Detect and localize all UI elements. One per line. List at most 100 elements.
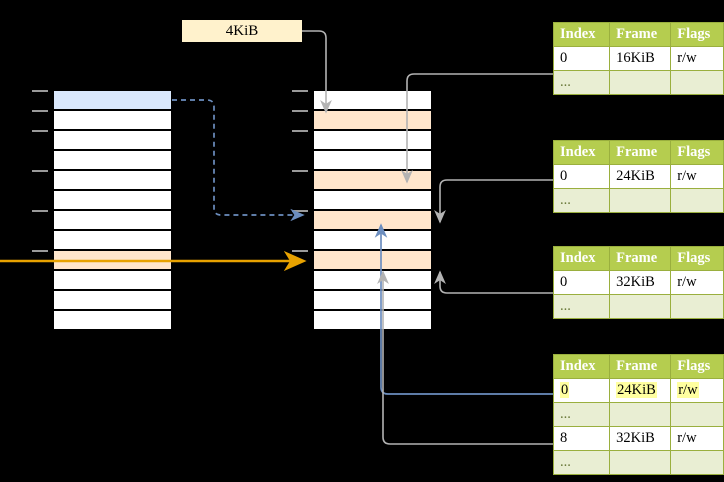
cell-flags — [670, 70, 724, 95]
cell-index: ... — [552, 70, 611, 95]
virtual-page-row-11 — [53, 290, 172, 310]
physical-frame-row-10 — [313, 270, 432, 290]
cell-index: ... — [552, 402, 611, 427]
physical-frame-row-6 — [313, 190, 432, 210]
column-header-flags: Flags — [670, 354, 724, 379]
page-size-label-text: 4KiB — [225, 22, 259, 39]
physical-frame-row-8 — [313, 230, 432, 250]
virtual-page-row-7 — [53, 210, 172, 230]
cell-frame — [609, 70, 672, 95]
cell-flags: r/w — [670, 426, 724, 451]
highlighted-value: 0 — [560, 382, 570, 398]
physical-frame-tick-1 — [292, 90, 308, 92]
cell-index: 0 — [552, 270, 611, 295]
cell-index: 0 — [552, 164, 611, 189]
highlighted-value: r/w — [677, 382, 699, 398]
virtual-page-tick-9 — [32, 250, 48, 252]
table-row: ... — [552, 70, 724, 95]
table-row: 0 24KiB r/w — [552, 378, 724, 403]
physical-frame-tick-3 — [292, 130, 308, 132]
physical-frame-tick-2 — [292, 110, 308, 112]
column-header-frame: Frame — [609, 140, 672, 165]
table-row: ... — [552, 188, 724, 213]
virtual-page-row-2 — [53, 110, 172, 130]
cell-index: 0 — [552, 46, 611, 71]
physical-frame-row-5 — [313, 170, 432, 190]
virtual-page-tick-3 — [32, 130, 48, 132]
cell-frame: 24KiB — [609, 378, 672, 403]
virtual-page-row-8 — [53, 230, 172, 250]
cell-flags — [670, 294, 724, 319]
cell-flags: r/w — [670, 46, 724, 71]
physical-frame-row-2 — [313, 110, 432, 130]
physical-frame-row-9 — [313, 250, 432, 270]
cell-flags: r/w — [670, 270, 724, 295]
physical-frame-row-11 — [313, 290, 432, 310]
column-header-flags: Flags — [670, 246, 724, 271]
cell-index: ... — [552, 294, 611, 319]
page-size-label: 4KiB — [182, 20, 302, 42]
cell-index: ... — [552, 450, 611, 475]
virtual-page-tick-7 — [32, 210, 48, 212]
cell-flags — [670, 402, 724, 427]
cell-frame: 16KiB — [609, 46, 672, 71]
physical-frame-row-1 — [313, 90, 432, 110]
physical-frame-row-3 — [313, 130, 432, 150]
virtual-page-row-3 — [53, 130, 172, 150]
virtual-page-tick-1 — [32, 90, 48, 92]
wire-table2-to-frame — [434, 179, 553, 224]
column-header-frame: Frame — [609, 246, 672, 271]
virtual-page-row-1 — [53, 90, 172, 110]
physical-frame-row-7 — [313, 210, 432, 230]
physical-frame-tick-7 — [292, 210, 308, 212]
highlighted-value: 24KiB — [616, 382, 657, 398]
cell-index: ... — [552, 188, 611, 213]
physical-frame-row-4 — [313, 150, 432, 170]
cell-frame — [609, 294, 672, 319]
cell-frame — [609, 188, 672, 213]
table-row: ... — [552, 402, 724, 427]
virtual-page-row-4 — [53, 150, 172, 170]
physical-memory-column — [292, 90, 432, 330]
physical-frame-tick-9 — [292, 250, 308, 252]
column-header-frame: Frame — [609, 22, 672, 47]
virtual-page-row-10 — [53, 270, 172, 290]
cell-flags — [670, 450, 724, 475]
cell-flags — [670, 188, 724, 213]
column-header-index: Index — [552, 22, 611, 47]
cell-frame: 32KiB — [609, 426, 672, 451]
cell-flags: r/w — [670, 378, 724, 403]
column-header-frame: Frame — [609, 354, 672, 379]
cell-index: 0 — [552, 378, 611, 403]
cell-frame — [609, 450, 672, 475]
cell-frame — [609, 402, 672, 427]
virtual-page-tick-2 — [32, 110, 48, 112]
cell-frame: 24KiB — [609, 164, 672, 189]
virtual-page-row-12 — [53, 310, 172, 330]
column-header-flags: Flags — [670, 140, 724, 165]
virtual-page-row-6 — [53, 190, 172, 210]
virtual-page-row-5 — [53, 170, 172, 190]
cell-flags: r/w — [670, 164, 724, 189]
column-header-flags: Flags — [670, 22, 724, 47]
table-row: ... — [552, 450, 724, 475]
physical-frame-row-12 — [313, 310, 432, 330]
physical-frame-tick-5 — [292, 170, 308, 172]
table-row: ... — [552, 294, 724, 319]
virtual-address-space-column — [32, 90, 172, 330]
column-header-index: Index — [552, 140, 611, 165]
virtual-page-row-9 — [53, 250, 172, 270]
cell-frame: 32KiB — [609, 270, 672, 295]
cell-index: 8 — [552, 426, 611, 451]
